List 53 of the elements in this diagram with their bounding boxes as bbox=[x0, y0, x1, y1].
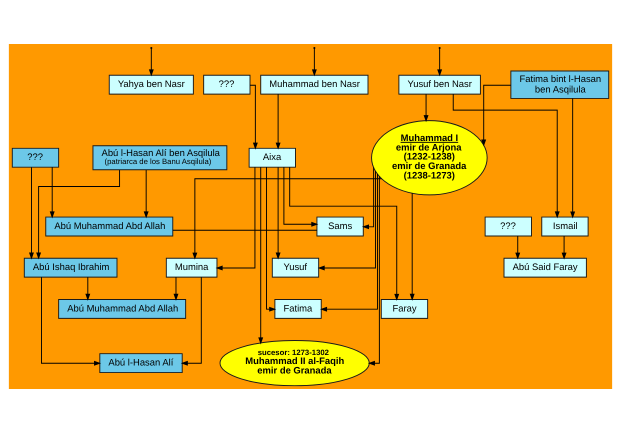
arrow bbox=[515, 236, 520, 260]
node-ellipse: sucesor: 1273-1302 Muhammad II al-Faqih emir de Granada bbox=[220, 340, 370, 386]
arrow bbox=[320, 174, 378, 312]
node-box: Fatima bint l-Hasan ben Asqilula bbox=[510, 70, 610, 99]
arrow bbox=[50, 166, 55, 218]
arrow bbox=[312, 48, 317, 76]
arrow bbox=[41, 276, 102, 366]
arrow bbox=[283, 166, 318, 227]
arrow bbox=[192, 178, 382, 260]
arrow bbox=[362, 166, 374, 230]
arrow bbox=[216, 167, 256, 270]
node-box: Muhammad ben Nasr bbox=[260, 74, 368, 95]
connector bbox=[172, 230, 318, 231]
arrow bbox=[289, 166, 400, 301]
arrow bbox=[250, 84, 258, 150]
node-box: Abú l-Hasan Alí ben Asqilula (patriarca de los Banu Asqilula) bbox=[92, 145, 228, 170]
arrow bbox=[562, 236, 567, 260]
arrow bbox=[144, 170, 149, 218]
arrow bbox=[85, 276, 90, 301]
node-box: Yusuf bbox=[272, 258, 320, 278]
node-box: Mumina bbox=[166, 258, 218, 278]
node-box: Abú Said Faray bbox=[504, 258, 587, 278]
node-box: ??? bbox=[12, 148, 60, 168]
arrow bbox=[180, 276, 202, 366]
node-box: Ismail bbox=[541, 216, 589, 236]
arrow bbox=[368, 176, 380, 366]
arrow bbox=[276, 94, 281, 150]
node-box: Abú Ishaq Ibrahim bbox=[24, 258, 118, 278]
node-box: Yahya ben Nasr bbox=[108, 74, 194, 95]
node-box: Yusuf ben Nasr bbox=[398, 74, 481, 95]
node-box: Aixa bbox=[248, 148, 296, 168]
arrow bbox=[276, 167, 281, 260]
arrow bbox=[174, 276, 178, 301]
node-box: ??? bbox=[484, 216, 532, 236]
arrow bbox=[258, 166, 264, 344]
node-box: Fatima bbox=[274, 299, 322, 319]
node-box: ??? bbox=[203, 74, 250, 95]
arrow bbox=[28, 167, 34, 260]
arrow bbox=[410, 192, 415, 301]
arrow bbox=[266, 166, 276, 312]
arrow bbox=[437, 48, 442, 76]
arrow bbox=[481, 84, 512, 147]
node-box: Sams bbox=[316, 216, 364, 236]
arrow bbox=[36, 170, 120, 260]
arrow bbox=[570, 98, 576, 219]
node-box: Abú Muhammad Abd Allah bbox=[45, 216, 174, 236]
node-box: Faray bbox=[380, 299, 428, 319]
arrow bbox=[318, 170, 376, 270]
arrow bbox=[424, 94, 429, 122]
node-box: Abú Muhammad Abd Allah bbox=[58, 299, 186, 319]
node-box: Abú l-Hasan Alí bbox=[99, 353, 183, 374]
arrow bbox=[452, 94, 560, 218]
arrow bbox=[148, 48, 154, 76]
